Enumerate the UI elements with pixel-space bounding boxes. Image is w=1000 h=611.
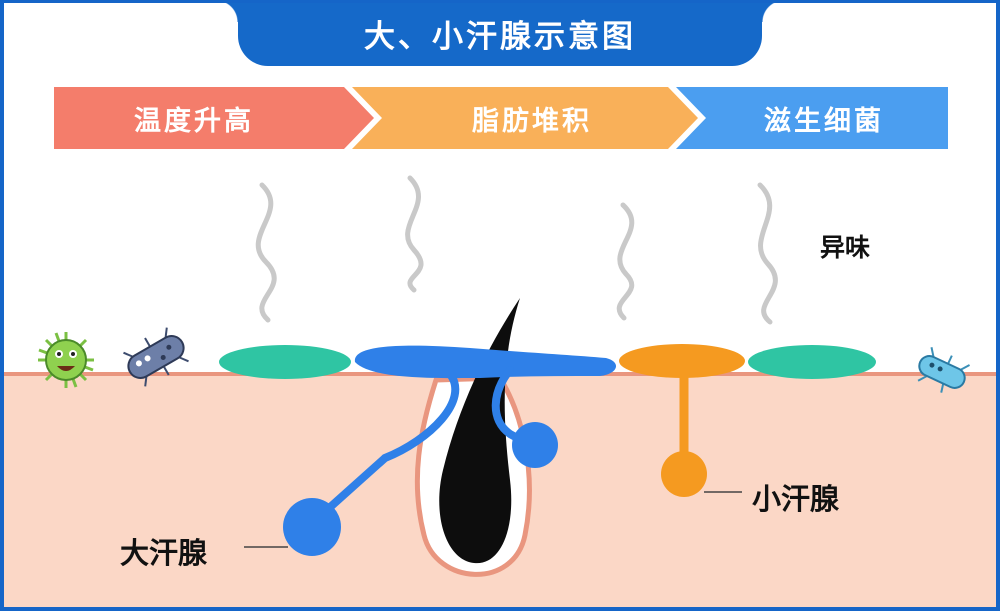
green-bacteria-icon — [38, 332, 94, 388]
odor-label: 异味 — [820, 233, 871, 262]
large-gland-bulb-small — [512, 422, 558, 468]
large-sweat-gland — [283, 345, 617, 556]
step-label: 脂肪堆积 — [472, 105, 592, 137]
step-bacteria-growth: 滋生细菌 — [676, 87, 948, 149]
sebum-blob-left — [219, 345, 351, 379]
purple-bacteria-icon — [123, 327, 189, 387]
large-gland-duct-right — [491, 366, 536, 450]
large-gland-label: 大汗腺 — [120, 536, 208, 570]
small-sweat-gland — [619, 344, 745, 497]
small-gland-cap — [619, 344, 745, 378]
small-gland-bulb — [661, 451, 707, 497]
process-arrow-bar: 温度升高 脂肪堆积 滋生细菌 — [54, 87, 948, 149]
odor-wave-2 — [405, 175, 424, 293]
page-title: 大、小汗腺示意图 — [216, 0, 784, 66]
blue-bacteria-icon — [917, 347, 971, 393]
step-temperature-rise: 温度升高 — [54, 87, 374, 149]
large-gland-cap — [354, 345, 617, 379]
step-label: 温度升高 — [134, 105, 254, 137]
odor-wave-3 — [616, 202, 635, 321]
large-gland-bulb — [283, 498, 341, 556]
odor-waves — [255, 175, 778, 325]
large-gland-duct-left — [314, 370, 460, 522]
step-label: 滋生细菌 — [764, 105, 884, 137]
step-fat-accumulation: 脂肪堆积 — [352, 87, 698, 149]
odor-wave-4 — [757, 182, 778, 325]
sebum-blob-right — [748, 345, 876, 379]
odor-wave-1 — [255, 182, 277, 323]
small-gland-label: 小汗腺 — [752, 482, 840, 516]
